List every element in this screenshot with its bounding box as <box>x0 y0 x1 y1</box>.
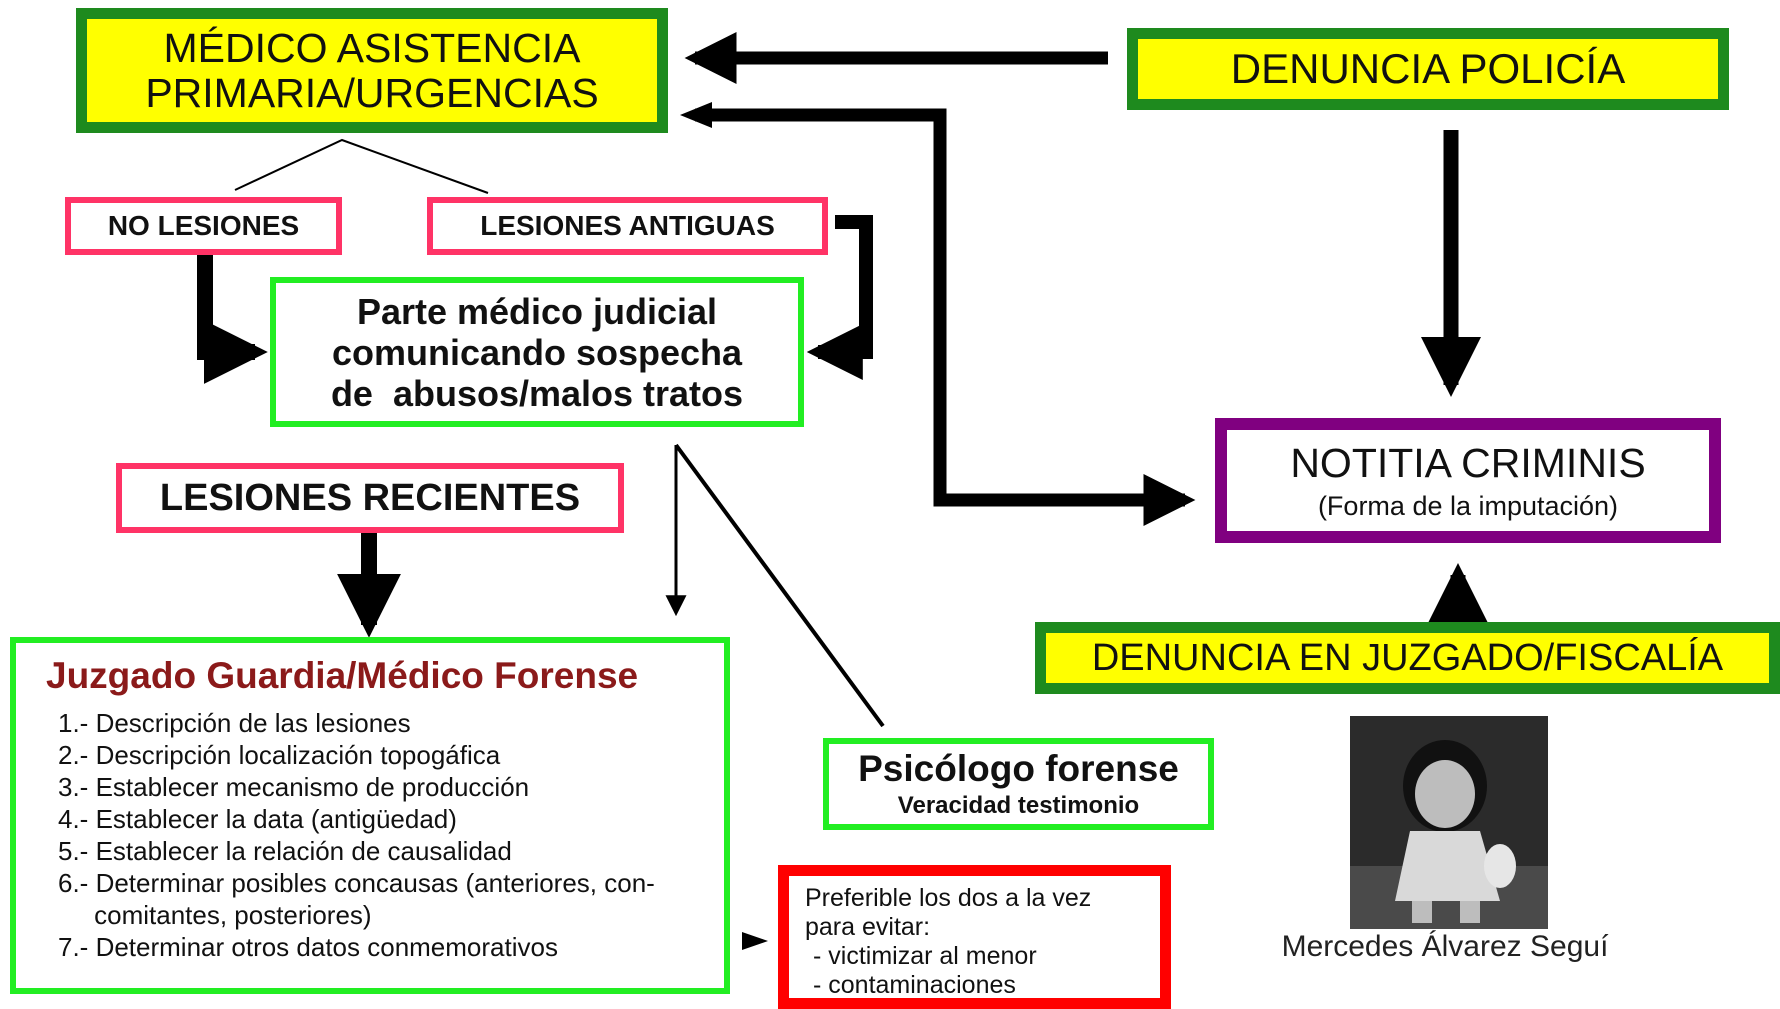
medico-asistencia-box: MÉDICO ASISTENCIA PRIMARIA/URGENCIAS <box>76 8 668 133</box>
lesiones-recientes-label: LESIONES RECIENTES <box>159 476 581 519</box>
list-item: 7.- Determinar otros datos conmemorativo… <box>58 932 558 962</box>
denuncia-juzgado-label: DENUNCIA EN JUZGADO/FISCALÍA <box>1091 636 1724 679</box>
parte-line2: comunicando sospecha <box>331 331 743 373</box>
no-lesiones-label: NO LESIONES <box>107 210 300 241</box>
medico-line2: PRIMARIA/URGENCIAS <box>145 69 599 116</box>
medico-line1: MÉDICO ASISTENCIA <box>163 24 581 71</box>
preferible-line1: Preferible los dos a la vez <box>805 884 1092 912</box>
denuncia-juzgado-box: DENUNCIA EN JUZGADO/FISCALÍA <box>1035 622 1780 694</box>
arrowhead-juzgado-to-preferible <box>742 932 768 950</box>
list-item: 2.- Descripción localización topogáfica <box>58 740 501 770</box>
parte-line3: de abusos/malos tratos <box>330 372 744 414</box>
denuncia-policia-box: DENUNCIA POLICÍA <box>1127 28 1729 110</box>
juzgado-title: Juzgado Guardia/Médico Forense <box>46 655 639 696</box>
notitia-subtitle: (Forma de la imputación) <box>1317 490 1619 521</box>
list-item: comitantes, posteriores) <box>58 900 372 930</box>
notitia-title: NOTITIA CRIMINIS <box>1290 439 1646 486</box>
list-item: 6.- Determinar posibles concausas (anter… <box>58 868 655 898</box>
psicologo-forense-box: Psicólogo forense Veracidad testimonio <box>823 738 1214 830</box>
list-item: 1.- Descripción de las lesiones <box>58 708 411 738</box>
lesiones-antiguas-label: LESIONES ANTIGUAS <box>480 210 775 241</box>
no-lesiones-box: NO LESIONES <box>65 197 342 255</box>
notitia-criminis-box: NOTITIA CRIMINIS (Forma de la imputación… <box>1215 418 1721 543</box>
split-line-medico <box>234 138 489 194</box>
parte-line1: Parte médico judicial <box>356 290 718 332</box>
child-photo <box>1350 716 1548 929</box>
lesiones-antiguas-box: LESIONES ANTIGUAS <box>427 197 828 255</box>
list-item: 5.- Establecer la relación de causalidad <box>58 836 512 866</box>
preferible-box: Preferible los dos a la vez para evitar:… <box>778 865 1171 1009</box>
psicologo-subtitle: Veracidad testimonio <box>897 792 1140 819</box>
line-parte-to-psicologo <box>674 443 885 728</box>
lesiones-recientes-box: LESIONES RECIENTES <box>116 463 624 533</box>
arrow-no-lesiones-to-parte <box>197 255 268 384</box>
arrowhead-to-medico <box>680 102 712 128</box>
psicologo-title: Psicólogo forense <box>858 748 1179 789</box>
arrow-medico-notitia <box>695 108 1196 526</box>
list-item: 4.- Establecer la data (antigüedad) <box>58 804 457 834</box>
denuncia-policia-label: DENUNCIA POLICÍA <box>1230 45 1626 92</box>
child-photo-illustration <box>1350 716 1548 929</box>
juzgado-forense-box: Juzgado Guardia/Médico Forense 1.- Descr… <box>10 637 730 994</box>
photo-caption: Mercedes Álvarez Seguí <box>1281 930 1609 963</box>
parte-medico-box: Parte médico judicial comunicando sospec… <box>270 277 804 427</box>
preferible-item2: - contaminaciones <box>813 971 1016 999</box>
preferible-line2: para evitar: <box>805 913 931 941</box>
list-item: 3.- Establecer mecanismo de producción <box>58 772 530 802</box>
juzgado-list: 1.- Descripción de las lesiones 2.- Desc… <box>34 707 655 963</box>
preferible-item1: - victimizar al menor <box>813 942 1037 970</box>
arrow-antiguas-to-parte <box>806 215 873 380</box>
